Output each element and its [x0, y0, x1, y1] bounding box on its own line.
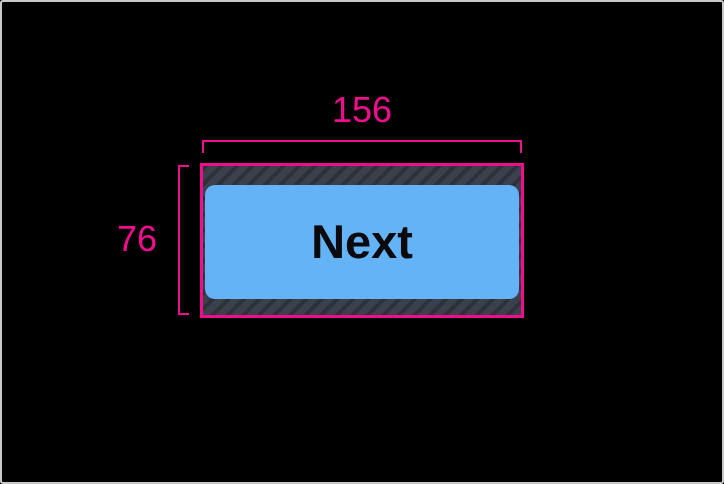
measured-region-outline: Next — [200, 163, 524, 318]
width-dimension-label: 156 — [331, 89, 393, 130]
height-measure-bracket — [178, 165, 189, 315]
height-dimension-label: 76 — [116, 218, 157, 259]
next-button[interactable]: Next — [205, 185, 519, 299]
width-measure-bracket — [202, 140, 522, 153]
